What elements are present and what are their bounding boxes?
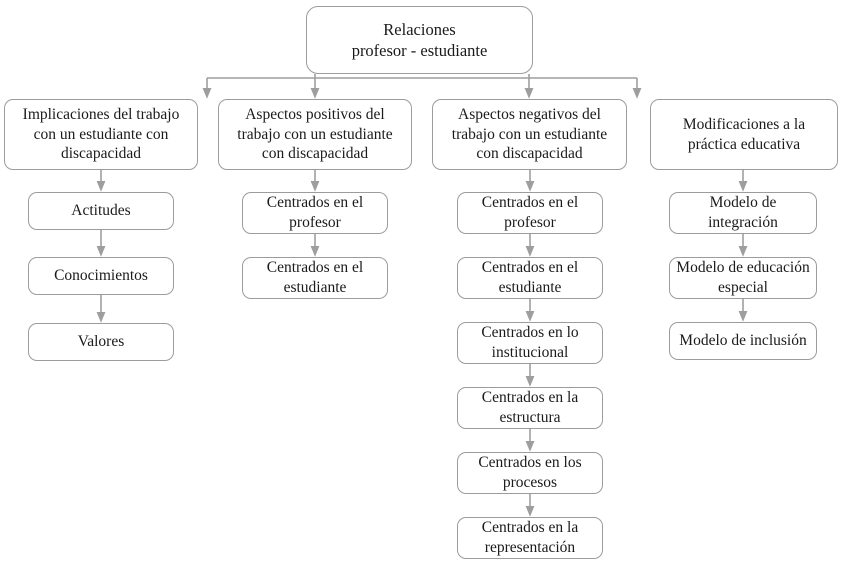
leaf-node-c3-n6[interactable]: Centrados en la representación bbox=[457, 517, 603, 559]
branch-node-branch-4[interactable]: Modificaciones a la práctica educativa bbox=[650, 99, 838, 170]
node-label: Valores bbox=[77, 333, 125, 351]
node-label: Aspectos negativos del trabajo con un es… bbox=[451, 105, 608, 163]
node-label: Centrados en lo institucional bbox=[481, 324, 579, 361]
leaf-node-c1-n1[interactable]: Actitudes bbox=[28, 192, 174, 230]
leaf-node-c2-n2[interactable]: Centrados en el estudiante bbox=[242, 257, 388, 299]
leaf-node-c1-n2[interactable]: Conocimientos bbox=[28, 257, 174, 295]
node-label: Modelo de educación especial bbox=[676, 259, 810, 296]
branch-node-branch-3[interactable]: Aspectos negativos del trabajo con un es… bbox=[432, 99, 627, 170]
node-label: Centrados en los procesos bbox=[478, 454, 582, 491]
branch-node-branch-2[interactable]: Aspectos positivos del trabajo con un es… bbox=[218, 99, 412, 170]
leaf-node-c3-n5[interactable]: Centrados en los procesos bbox=[457, 452, 603, 494]
branch-node-branch-1[interactable]: Implicaciones del trabajo con un estudia… bbox=[4, 99, 198, 170]
node-label: Centrados en el estudiante bbox=[481, 259, 579, 296]
leaf-node-c4-n3[interactable]: Modelo de inclusión bbox=[669, 322, 817, 360]
root-node[interactable]: Relaciones profesor - estudiante bbox=[306, 6, 533, 74]
node-label: Centrados en el profesor bbox=[481, 194, 579, 231]
node-label: Modificaciones a la práctica educativa bbox=[682, 115, 806, 153]
node-label: Centrados en la estructura bbox=[481, 389, 579, 426]
node-label: Modelo de integración bbox=[708, 194, 778, 231]
node-label: Centrados en el profesor bbox=[266, 194, 364, 231]
node-label: Aspectos positivos del trabajo con un es… bbox=[237, 105, 393, 163]
leaf-node-c2-n1[interactable]: Centrados en el profesor bbox=[242, 192, 388, 234]
leaf-node-c4-n2[interactable]: Modelo de educación especial bbox=[669, 257, 817, 299]
node-label: Relaciones profesor - estudiante bbox=[351, 19, 488, 60]
node-label: Modelo de inclusión bbox=[679, 332, 807, 350]
node-label: Conocimientos bbox=[54, 267, 148, 285]
node-label: Actitudes bbox=[71, 202, 131, 220]
leaf-node-c4-n1[interactable]: Modelo de integración bbox=[669, 192, 817, 234]
leaf-node-c3-n2[interactable]: Centrados en el estudiante bbox=[457, 257, 603, 299]
node-label: Centrados en la representación bbox=[481, 519, 579, 556]
leaf-node-c1-n3[interactable]: Valores bbox=[28, 323, 174, 361]
leaf-node-c3-n4[interactable]: Centrados en la estructura bbox=[457, 387, 603, 429]
node-label: Implicaciones del trabajo con un estudia… bbox=[22, 105, 180, 163]
leaf-node-c3-n3[interactable]: Centrados en lo institucional bbox=[457, 322, 603, 364]
node-label: Centrados en el estudiante bbox=[266, 259, 364, 296]
leaf-node-c3-n1[interactable]: Centrados en el profesor bbox=[457, 192, 603, 234]
